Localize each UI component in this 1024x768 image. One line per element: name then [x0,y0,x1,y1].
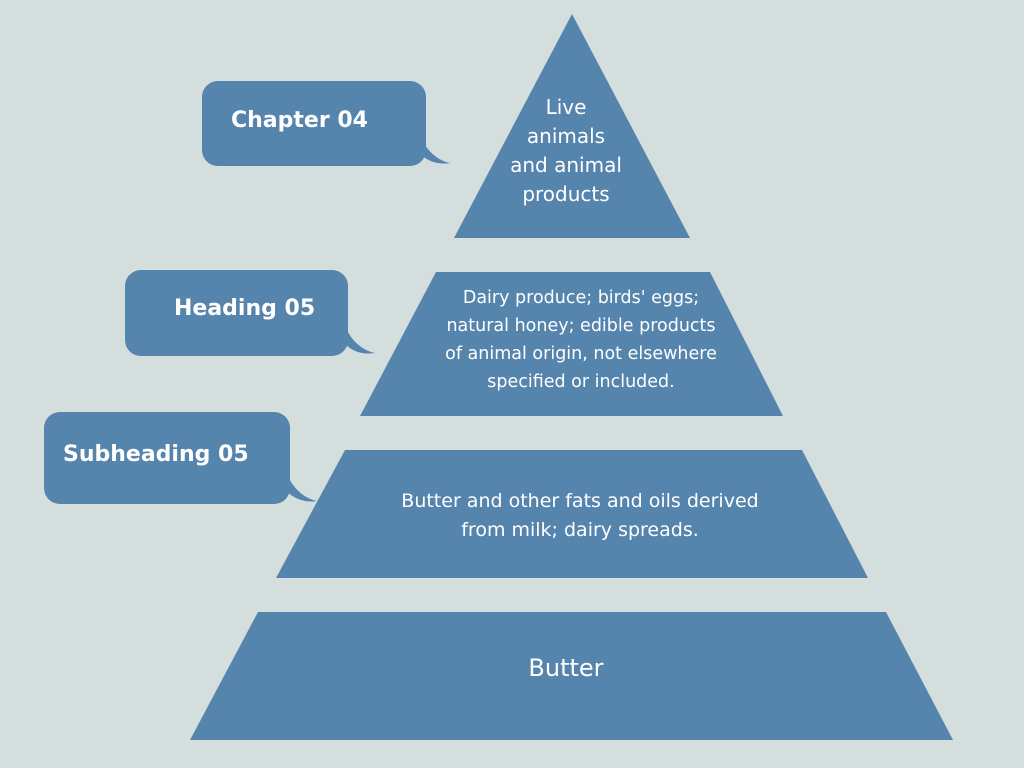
tier-2-text: Dairy produce; birds' eggs; natural hone… [445,288,717,392]
callout-bubble-1 [202,81,451,166]
pyramid-tier-1 [454,14,690,238]
pyramid-tier-3 [276,450,868,578]
tier-4-text: Butter [528,654,604,682]
pyramid-tier-4 [190,612,953,740]
callout-label-subheading: Subheading 05 [63,442,249,467]
pyramid-tier-2 [360,272,783,416]
callout-bubble-2 [125,270,375,356]
callout-label-heading: Heading 05 [174,296,316,321]
tier-1-text: Live animals and animal products [510,95,622,206]
callout-label-chapter: Chapter 04 [231,108,368,133]
callout-bubble-3 [44,412,317,504]
tier-3-text: Butter and other fats and oils derived f… [401,490,759,541]
